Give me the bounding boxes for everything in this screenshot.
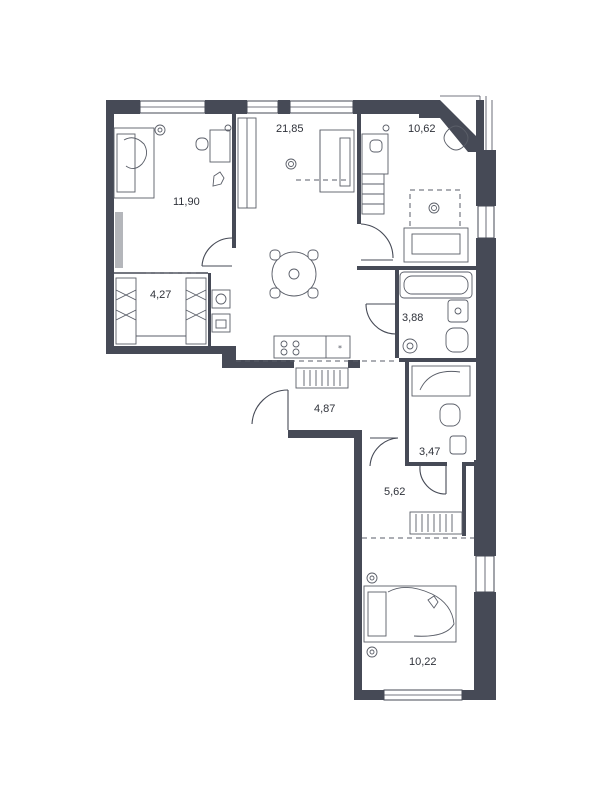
hall-furniture (295, 367, 349, 389)
living-kitchen-furniture: * (237, 117, 355, 359)
area-label-toilet-shower: 3,47 (419, 446, 440, 458)
zone-lines (146, 272, 474, 539)
area-label-hall: 4,87 (314, 403, 335, 415)
bathroom-furniture (399, 271, 473, 354)
area-label-bedroom-3: 10,22 (409, 656, 437, 668)
bedroom-3-furniture (363, 572, 457, 658)
room-labels: 11,90 21,85 10,62 4,27 3,88 4,87 3,47 5,… (150, 123, 440, 668)
area-label-bathroom: 3,88 (402, 312, 423, 324)
bedroom-2-furniture (361, 124, 469, 263)
windows (139, 95, 495, 701)
bedroom-1-furniture (113, 124, 232, 268)
doors (201, 223, 447, 495)
outer-walls (106, 100, 496, 700)
area-label-bedroom-2: 10,62 (408, 123, 436, 135)
area-label-bedroom-1: 11,90 (173, 196, 200, 208)
corridor-furniture (409, 511, 463, 535)
wardrobe-furniture (115, 277, 231, 345)
interior-walls (114, 114, 476, 536)
toilet-furniture (411, 365, 471, 455)
area-label-corridor: 5,62 (384, 486, 405, 498)
area-label-wardrobe: 4,27 (150, 289, 171, 301)
area-label-living-kitchen: 21,85 (276, 123, 304, 135)
svg-text:*: * (338, 344, 342, 353)
